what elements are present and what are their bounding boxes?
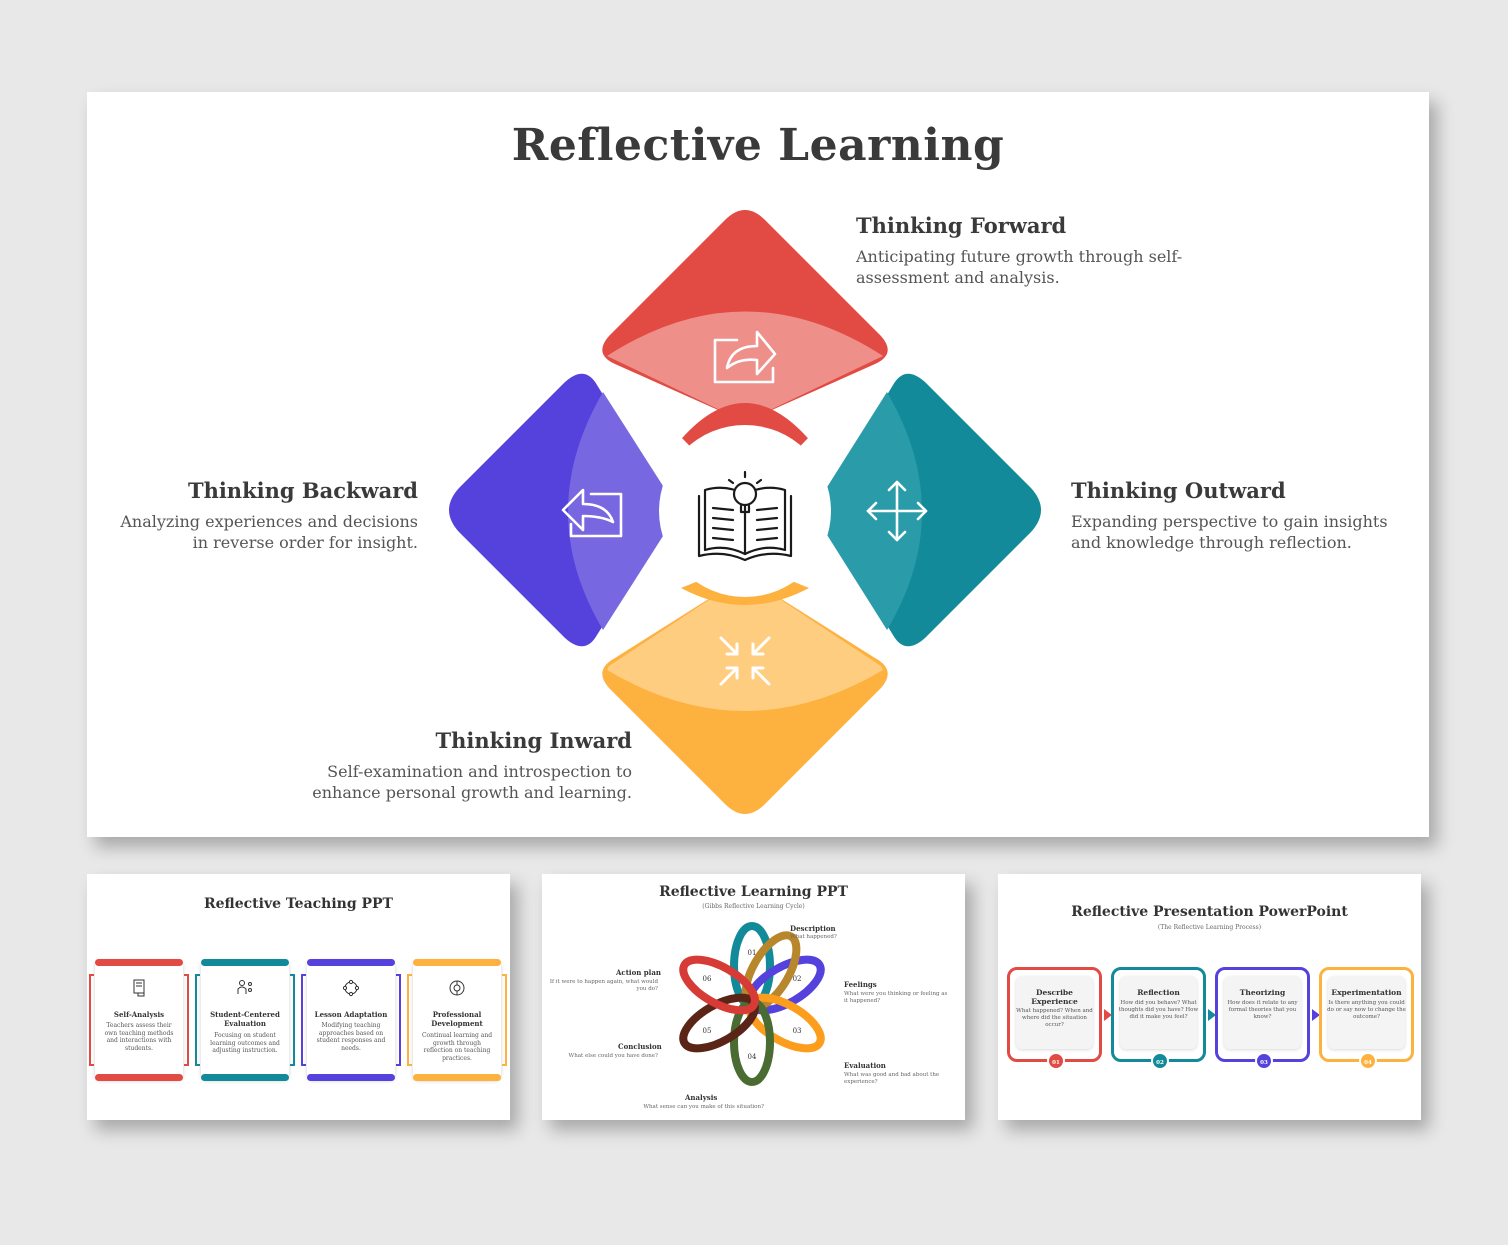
label-outward-desc: Expanding perspective to gain insights a… — [1071, 512, 1388, 552]
label-outward-title: Thinking Outward — [1071, 478, 1286, 503]
quadrant-inward — [602, 562, 888, 814]
brain-gear-icon — [449, 980, 465, 996]
slide-title: Reflective Learning — [511, 120, 1005, 171]
thumb2-subtitle: (Gibbs Reflective Learning Cycle) — [702, 903, 805, 910]
step-number: 04 — [1359, 1052, 1377, 1070]
gibbs-q-06: If it were to happen again, what would y… — [549, 979, 658, 992]
label-forward: Thinking Forward Anticipating future gro… — [856, 213, 1196, 288]
label-inward: Thinking Inward Self-examination and int… — [257, 728, 632, 803]
card-title: Student-Centered Evaluation — [210, 1010, 280, 1028]
step-title: Reflection — [1137, 988, 1180, 997]
cycle-step-number: 01 — [748, 949, 757, 957]
card-desc: Teachers assess their own teaching metho… — [104, 1022, 174, 1052]
label-inward-desc: Self-examination and introspection to en… — [312, 762, 632, 802]
cycle-petal — [679, 993, 759, 1053]
quadrant-diagram — [449, 210, 1041, 814]
thumb3-subtitle: (The Reflective Learning Process) — [1157, 924, 1262, 931]
gibbs-label-05: Conclusion — [618, 1042, 662, 1051]
label-backward-title: Thinking Backward — [187, 478, 418, 503]
main-slide: Reflective Learning — [87, 92, 1429, 837]
step-number: 01 — [1047, 1052, 1065, 1070]
gibbs-q-01: What happened? — [790, 934, 837, 940]
step-title: Theorizing — [1239, 988, 1286, 997]
card-self-analysis: Self-Analysis Teachers assess their own … — [89, 959, 189, 1081]
gibbs-q-03: What was good and bad about the experien… — [844, 1072, 940, 1085]
arrow-right-icon — [1312, 1009, 1320, 1021]
step-title: Describe Experience — [1031, 988, 1078, 1006]
step-desc: How did you behave? What thoughts did yo… — [1118, 1000, 1199, 1020]
move-arrows-icon — [866, 480, 928, 542]
label-inward-title: Thinking Inward — [435, 728, 632, 753]
arrow-right-icon — [1208, 1009, 1216, 1021]
process-step-3: Theorizing How does it relate to any for… — [1215, 967, 1310, 1070]
thumbnail-reflective-teaching[interactable]: Reflective Teaching PPT Self-Analysis Te… — [87, 874, 510, 1120]
label-backward-desc: Analyzing experiences and decisions in r… — [120, 512, 418, 552]
card-title: Professional Development — [431, 1010, 483, 1028]
cycle-step-number: 03 — [793, 1027, 802, 1035]
cycle-step-number: 02 — [793, 975, 802, 983]
thumbnail-gibbs-cycle[interactable]: Reflective Learning PPT (Gibbs Reflectiv… — [542, 874, 965, 1120]
step-desc: How does it relate to any formal theorie… — [1227, 1000, 1298, 1020]
step-number: 03 — [1255, 1052, 1273, 1070]
step-desc: What happened? When and where did the si… — [1016, 1008, 1093, 1028]
step-number: 02 — [1151, 1052, 1169, 1070]
label-outward: Thinking Outward Expanding perspective t… — [1071, 478, 1391, 553]
step-title: Experimentation — [1331, 988, 1402, 997]
label-forward-desc: Anticipating future growth through self-… — [856, 247, 1183, 287]
process-step-1: Describe Experience What happened? When … — [1007, 967, 1102, 1070]
card-title: Self-Analysis — [113, 1010, 165, 1019]
card-lesson-adaptation: Lesson Adaptation Modifying teaching app… — [301, 959, 401, 1081]
gibbs-label-06: Action plan — [616, 968, 661, 977]
gibbs-q-05: What else could you have done? — [568, 1053, 658, 1059]
step-desc: Is there anything you could do or say no… — [1327, 1000, 1406, 1020]
teacher-students-icon — [237, 980, 252, 994]
reply-back-icon — [561, 488, 623, 538]
gibbs-label-02: Feelings — [844, 980, 877, 989]
thumb2-title: Reflective Learning PPT — [659, 884, 848, 900]
collapse-arrows-icon — [719, 636, 771, 686]
cycle-step-number: 05 — [703, 1027, 712, 1035]
thumb1-title: Reflective Teaching PPT — [204, 896, 393, 912]
process-step-2: Reflection How did you behave? What thou… — [1111, 967, 1206, 1070]
gibbs-q-02: What were you thinking or feeling as it … — [844, 991, 948, 1004]
gibbs-q-04: What sense can you make of this situatio… — [643, 1104, 764, 1110]
share-forward-icon — [713, 330, 777, 384]
cycle-petal — [679, 955, 759, 1015]
cycle-step-number: 04 — [748, 1053, 757, 1061]
gibbs-label-03: Evaluation — [844, 1061, 886, 1070]
label-forward-title: Thinking Forward — [856, 213, 1067, 238]
gibbs-label-01: Description — [790, 924, 836, 933]
card-desc: Continual learning and growth through re… — [421, 1032, 493, 1062]
card-desc: Modifying teaching approaches based on s… — [316, 1022, 386, 1052]
arrow-right-icon — [1104, 1009, 1112, 1021]
document-hand-icon — [133, 979, 145, 997]
label-backward: Thinking Backward Analyzing experiences … — [117, 478, 418, 553]
card-title: Lesson Adaptation — [314, 1010, 388, 1019]
card-professional-development: Professional Development Continual learn… — [407, 959, 507, 1081]
thumb3-title: Reflective Presentation PowerPoint — [1071, 904, 1348, 920]
card-desc: Focusing on student learning outcomes an… — [210, 1032, 280, 1054]
cycle-step-number: 06 — [703, 975, 712, 983]
gibbs-label-04: Analysis — [685, 1093, 718, 1102]
thumbnail-reflective-process[interactable]: Reflective Presentation PowerPoint (The … — [998, 874, 1421, 1120]
cycle-nodes-icon — [342, 979, 360, 997]
gibbs-cycle-diagram: 01 02 03 04 05 06 — [679, 922, 825, 1086]
card-student-centered: Student-Centered Evaluation Focusing on … — [195, 959, 295, 1081]
book-lightbulb-icon — [697, 470, 793, 562]
process-step-4: Experimentation Is there anything you co… — [1319, 967, 1414, 1070]
